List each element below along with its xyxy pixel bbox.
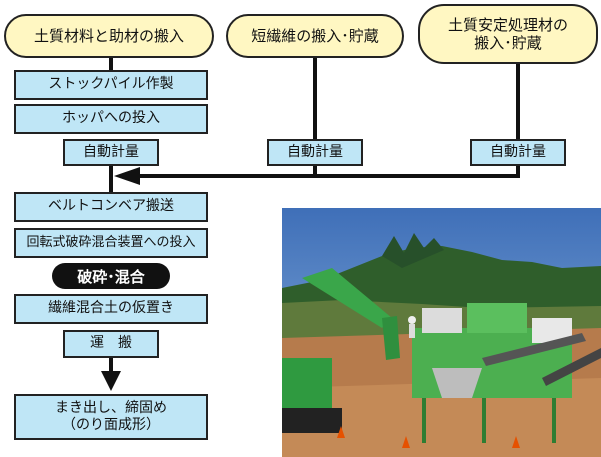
step-spread-compact: まき出し、締固め （のり面成形） [14, 394, 208, 440]
connector-transport-final [109, 356, 113, 376]
connector-left-main [109, 164, 113, 192]
step-weigh-left: 自動計量 [63, 139, 159, 166]
step-weigh-stabilizer: 自動計量 [470, 139, 566, 166]
step-hopper: ホッパへの投入 [14, 104, 208, 134]
step-weigh-fiber: 自動計量 [267, 139, 363, 166]
step-crush-mix: 破砕･混合 [52, 263, 170, 289]
connector-left-top [109, 52, 113, 70]
merge-horizontal-line [138, 174, 520, 178]
connector-stabilizer [516, 62, 520, 146]
step-crusher-input: 回転式破砕混合装置への投入 [14, 228, 208, 258]
step-stockpile: ストックパイル作製 [14, 70, 208, 100]
step-conveyor: ベルトコンベア搬送 [14, 192, 208, 222]
site-photo [282, 208, 601, 457]
down-arrow [101, 371, 121, 391]
step-temporary-storage: 繊維混合土の仮置き [14, 294, 208, 324]
connector-fiber [313, 52, 317, 146]
merge-arrow [114, 167, 140, 185]
step-transport: 運 搬 [63, 330, 159, 358]
source-fiber: 短繊維の搬入･貯蔵 [226, 14, 404, 58]
connector-weigh-fiber [313, 164, 317, 176]
connector-weigh-stabilizer [516, 164, 520, 176]
source-stabilizer: 土質安定処理材の 搬入･貯蔵 [418, 4, 598, 64]
source-materials: 土質材料と助材の搬入 [4, 14, 214, 58]
